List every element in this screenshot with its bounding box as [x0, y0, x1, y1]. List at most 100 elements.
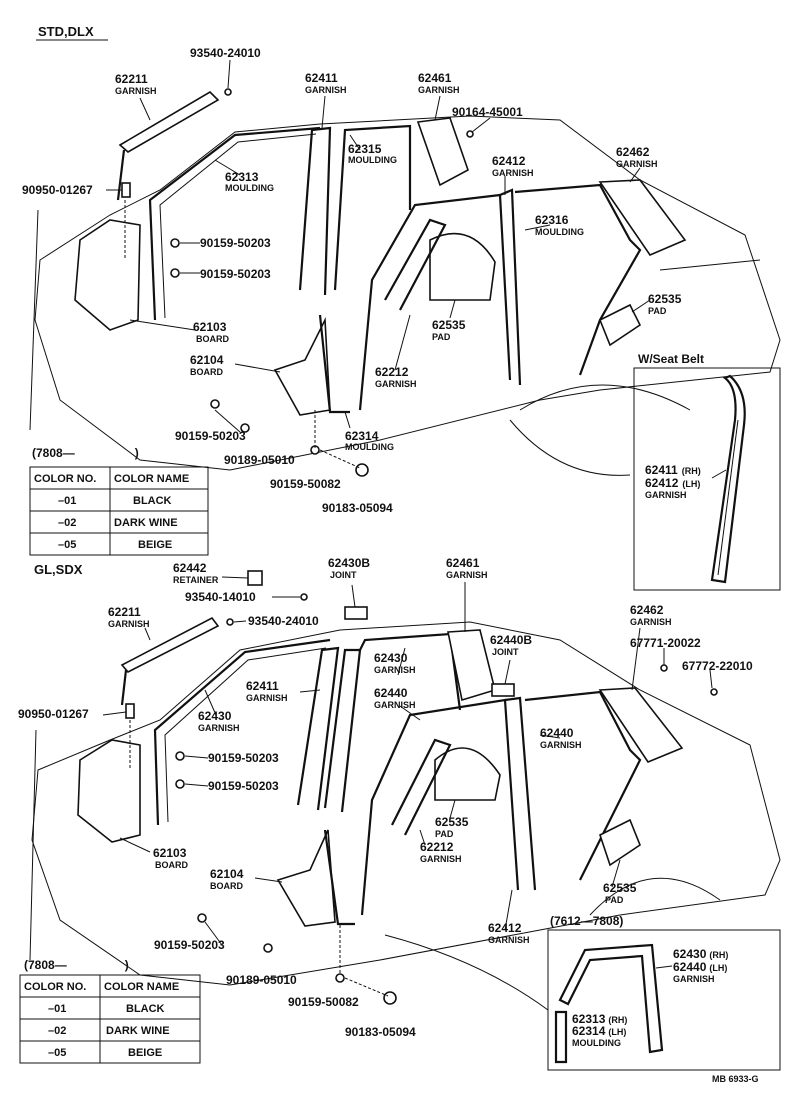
std-inset: W/Seat Belt 62411(RH) 62412(LH) GARNISH [633, 352, 781, 591]
svg-text:62461: 62461 [418, 71, 452, 85]
gl-screw-90159-d [335, 973, 345, 983]
svg-text:BOARD: BOARD [210, 881, 243, 891]
gl-inset-part-3: 62314(LH) [572, 1024, 626, 1038]
svg-text:90189-05010: 90189-05010 [224, 453, 295, 467]
gl-section-title: GL,SDX [34, 562, 83, 577]
figure-code: MB 6933-G [712, 1074, 759, 1084]
svg-text:PAD: PAD [432, 332, 451, 342]
svg-text:GARNISH: GARNISH [374, 665, 416, 675]
std-table-row-1-name: DARK WINE [114, 517, 178, 529]
svg-text:62462: 62462 [630, 603, 664, 617]
std-car-rear-arch [519, 384, 691, 411]
svg-text:JOINT: JOINT [330, 570, 357, 580]
svg-text:GARNISH: GARNISH [246, 693, 288, 703]
std-color-table: (7808—) COLOR NO. COLOR NAME –01 BLACK –… [29, 446, 209, 556]
std-clip-93540 [224, 88, 232, 96]
std-table-caption: (7808—) [32, 446, 139, 460]
gl-callout-27: 90183-05094 [345, 1025, 416, 1039]
svg-text:93540-24010: 93540-24010 [190, 46, 261, 60]
std-rear-moulding-62316 [514, 183, 642, 376]
gl-inset-title: (7612—7808) [550, 914, 623, 928]
svg-text:90159-50203: 90159-50203 [208, 751, 279, 765]
gl-table-row-1-name: DARK WINE [106, 1025, 170, 1037]
std-inset-frame [633, 367, 781, 591]
svg-text:PAD: PAD [435, 829, 454, 839]
gl-table-header-1: COLOR NAME [104, 981, 179, 993]
svg-text:62104: 62104 [190, 353, 224, 367]
gl-callout-3: 93540-14010 [185, 590, 256, 604]
std-garnish-62462-part [598, 179, 687, 256]
gl-dashed-fastener-line [129, 720, 389, 997]
svg-text:90159-50203: 90159-50203 [175, 429, 246, 443]
std-washer-90189 [240, 423, 250, 433]
svg-text:62411: 62411 [305, 71, 338, 85]
svg-text:62104: 62104 [210, 867, 244, 881]
gl-callout-17: 90159-50203 [208, 779, 279, 793]
gl-center-pillar [296, 646, 340, 811]
svg-text:GARNISH: GARNISH [375, 379, 417, 389]
svg-text:BOARD: BOARD [190, 367, 223, 377]
std-pad-62535-part [429, 232, 496, 301]
std-callout-4: 90164-45001 [452, 105, 523, 119]
svg-text:62316: 62316 [535, 213, 569, 227]
svg-text:GARNISH: GARNISH [115, 86, 157, 96]
gl-inset-part-1: 62440(LH) [673, 960, 727, 974]
gl-table-row-1-no: –02 [48, 1025, 66, 1037]
gl-inset-frame [547, 929, 781, 1071]
std-center-pillar-garnish [298, 126, 332, 296]
svg-text:62314: 62314 [345, 429, 379, 443]
svg-text:PAD: PAD [648, 306, 667, 316]
std-table-row-1-no: –02 [58, 517, 76, 529]
std-section-title: STD,DLX [38, 24, 94, 39]
std-inset-leader [711, 469, 727, 479]
gl-car-rear-arch [589, 877, 721, 916]
svg-text:GARNISH: GARNISH [488, 935, 530, 945]
gl-table-caption: (7808—) [24, 958, 129, 972]
svg-text:62440B: 62440B [490, 633, 532, 647]
gl-callout-10: 67772-22010 [682, 659, 753, 673]
svg-text:90159-50203: 90159-50203 [208, 779, 279, 793]
svg-text:93540-24010: 93540-24010 [248, 614, 319, 628]
std-table-header-0: COLOR NO. [34, 473, 96, 485]
gl-joint-62430b-part [344, 606, 368, 620]
svg-text:62461: 62461 [446, 556, 480, 570]
gl-center-pillar-lower [323, 829, 355, 926]
std-table-row-0-no: –01 [58, 495, 76, 507]
svg-text:62440: 62440 [374, 686, 408, 700]
gl-callout-24: 90159-50203 [154, 938, 225, 952]
svg-text:90189-05010: 90189-05010 [226, 973, 297, 987]
svg-text:62442: 62442 [173, 561, 207, 575]
gl-callout-5: 93540-24010 [248, 614, 319, 628]
std-cap-90183 [355, 463, 369, 477]
gl-table-row-0-no: –01 [48, 1003, 66, 1015]
std-section: STD,DLX [22, 24, 781, 591]
svg-text:67771-20022: 67771-20022 [630, 636, 701, 650]
svg-text:62535: 62535 [648, 292, 682, 306]
gl-table-header-0: COLOR NO. [24, 981, 86, 993]
std-clip-90950 [121, 182, 131, 198]
gl-garnish-62212 [391, 738, 452, 836]
std-board-62104-part [273, 316, 331, 416]
svg-text:PAD: PAD [605, 895, 624, 905]
gl-inset-part-0: 62430(RH) [673, 947, 728, 961]
svg-text:90183-05094: 90183-05094 [345, 1025, 416, 1039]
svg-text:GARNISH: GARNISH [420, 854, 462, 864]
gl-callout-16: 90159-50203 [208, 751, 279, 765]
